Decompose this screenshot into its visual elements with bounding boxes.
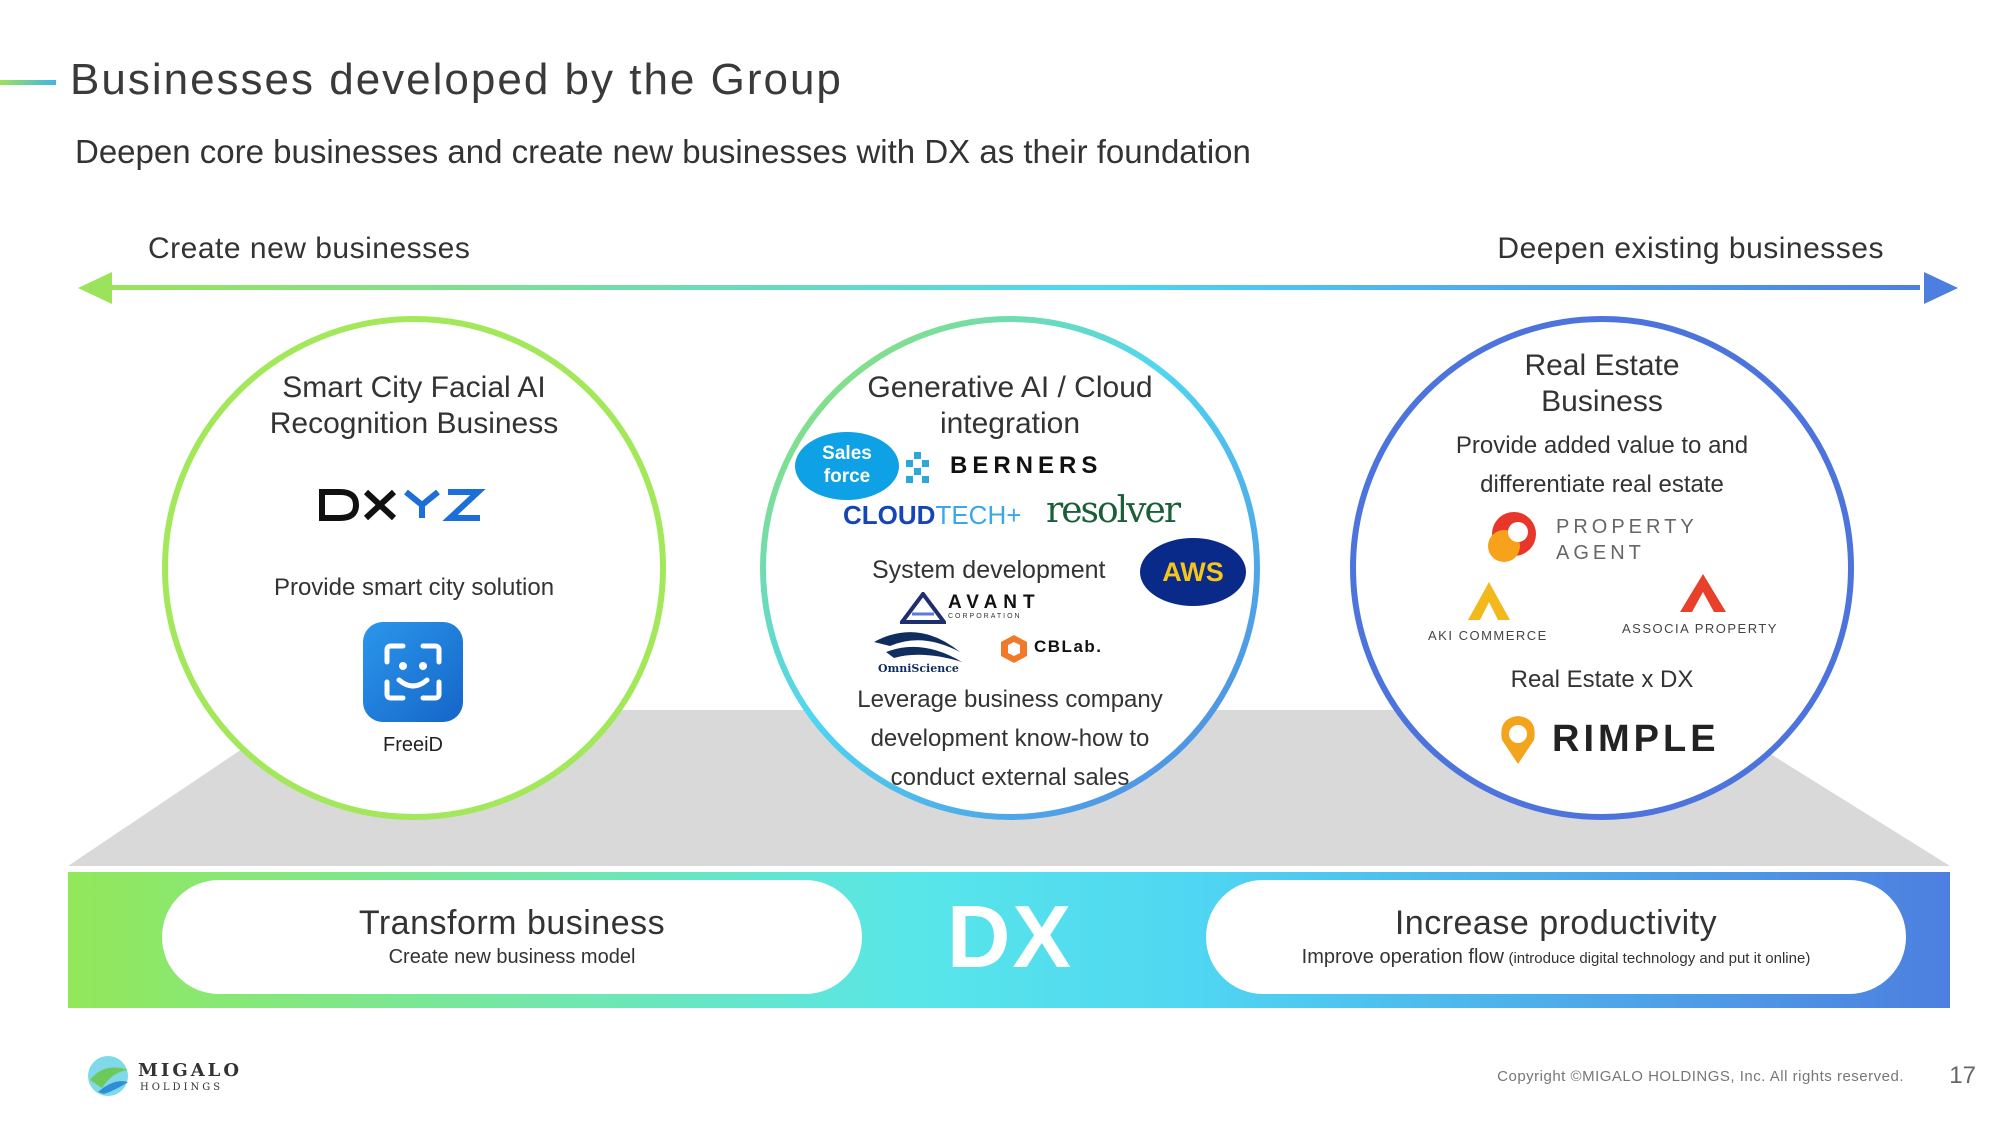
system-development-label: System development [872, 556, 1106, 584]
generative-ai-title: Generative AI / Cloud integration [760, 370, 1260, 442]
avant-logo-sub: CORPORATION [948, 613, 1022, 620]
migalo-logo-icon [88, 1056, 128, 1096]
cloudtech-logo-part1: CLOUD [843, 500, 936, 530]
dx-center-label: DX [946, 887, 1074, 986]
increase-productivity-title: Increase productivity [1394, 904, 1718, 942]
real-estate-desc-line2: differentiate real estate [1480, 471, 1724, 498]
aki-commerce-logo: AKI COMMERCE [1428, 628, 1548, 643]
real-estate-title-line1: Real Estate [1524, 349, 1680, 382]
circle-smart-city [162, 316, 666, 820]
freeid-label: FreeiD [382, 734, 443, 756]
generative-ai-desc-line3: conduct external sales [890, 764, 1130, 791]
aws-logo: AWS [1140, 538, 1246, 606]
circle-real-estate [1350, 316, 1854, 820]
resolver-logo: resolver [1046, 490, 1181, 531]
rimple-mark-icon [1501, 716, 1535, 764]
increase-productivity-subtitle: Improve operation flow (introduce digita… [1206, 946, 1906, 969]
smart-city-title-line2: Recognition Business [269, 407, 559, 440]
property-agent-logo: PROPERTY AGENT [1556, 514, 1698, 566]
generative-ai-description: Leverage business company development kn… [760, 680, 1260, 797]
property-agent-mark-icon [1488, 512, 1536, 562]
page-number: 17 [1949, 1062, 1976, 1089]
page-title: Businesses developed by the Group [70, 55, 843, 104]
dxyz-logo [319, 489, 486, 521]
transform-business-pill [162, 880, 862, 994]
generative-ai-title-line2: integration [939, 407, 1081, 440]
cblab-logo: CBLab. [1034, 637, 1103, 656]
cloudtech-logo-part2: TECH+ [935, 500, 1022, 530]
arrow-left-icon [78, 272, 112, 304]
real-estate-title-line2: Business [1541, 385, 1663, 418]
associa-property-mark-icon [1680, 574, 1726, 612]
cblab-mark-icon [1001, 635, 1027, 663]
axis-right-label: Deepen existing businesses [1497, 232, 1884, 265]
property-agent-line1: PROPERTY [1556, 516, 1698, 538]
smart-city-description: Provide smart city solution [273, 574, 555, 601]
transform-business-subtitle: Create new business model [388, 946, 636, 968]
migalo-logo-text: MIGALO [138, 1060, 243, 1081]
cloudtech-logo: CLOUDTECH+ [843, 500, 1021, 531]
salesforce-logo: Sales force [795, 432, 899, 500]
smart-city-title-line1: Smart City Facial AI [282, 371, 546, 404]
salesforce-line1: Sales [822, 443, 872, 464]
real-estate-desc-line1: Provide added value to and [1455, 432, 1749, 459]
page-subtitle: Deepen core businesses and create new bu… [75, 133, 1251, 170]
real-estate-description: Provide added value to and differentiate… [1350, 426, 1854, 504]
berners-mark-icon [906, 452, 929, 483]
generative-ai-title-line1: Generative AI / Cloud [867, 371, 1153, 404]
axis-arrow-line [100, 285, 1920, 290]
real-estate-dx-label: Real Estate x DX [1510, 666, 1694, 693]
associa-property-logo: ASSOCIA PROPERTY [1622, 621, 1778, 636]
generative-ai-desc-line2: development know-how to [870, 725, 1150, 752]
increase-productivity-sub-small: (introduce digital technology and put it… [1508, 950, 1811, 967]
omniscience-mark-icon [874, 632, 962, 662]
real-estate-title: Real Estate Business [1350, 348, 1854, 420]
generative-ai-desc-line1: Leverage business company [857, 686, 1163, 713]
arrow-right-icon [1924, 272, 1958, 304]
face-scan-icon [384, 643, 442, 701]
smart-city-title: Smart City Facial AI Recognition Busines… [162, 370, 666, 442]
copyright-text: Copyright ©MIGALO HOLDINGS, Inc. All rig… [1497, 1068, 1904, 1085]
aki-commerce-mark-icon [1468, 582, 1510, 620]
avant-mark-icon [900, 592, 946, 624]
freeid-app-icon [363, 622, 463, 722]
avant-logo: AVANT [948, 592, 1041, 613]
transform-business-title: Transform business [358, 904, 666, 942]
rimple-logo: RIMPLE [1552, 718, 1720, 760]
increase-productivity-pill [1206, 880, 1906, 994]
increase-productivity-sub-main: Improve operation flow [1301, 946, 1504, 968]
omniscience-logo: OmniScience [878, 662, 959, 675]
axis-left-label: Create new businesses [148, 232, 471, 265]
title-accent-bar [0, 80, 56, 85]
property-agent-line2: AGENT [1556, 542, 1645, 564]
migalo-logo-subtext: HOLDINGS [140, 1082, 224, 1093]
berners-logo: BERNERS [950, 452, 1103, 479]
salesforce-line2: force [823, 466, 871, 487]
